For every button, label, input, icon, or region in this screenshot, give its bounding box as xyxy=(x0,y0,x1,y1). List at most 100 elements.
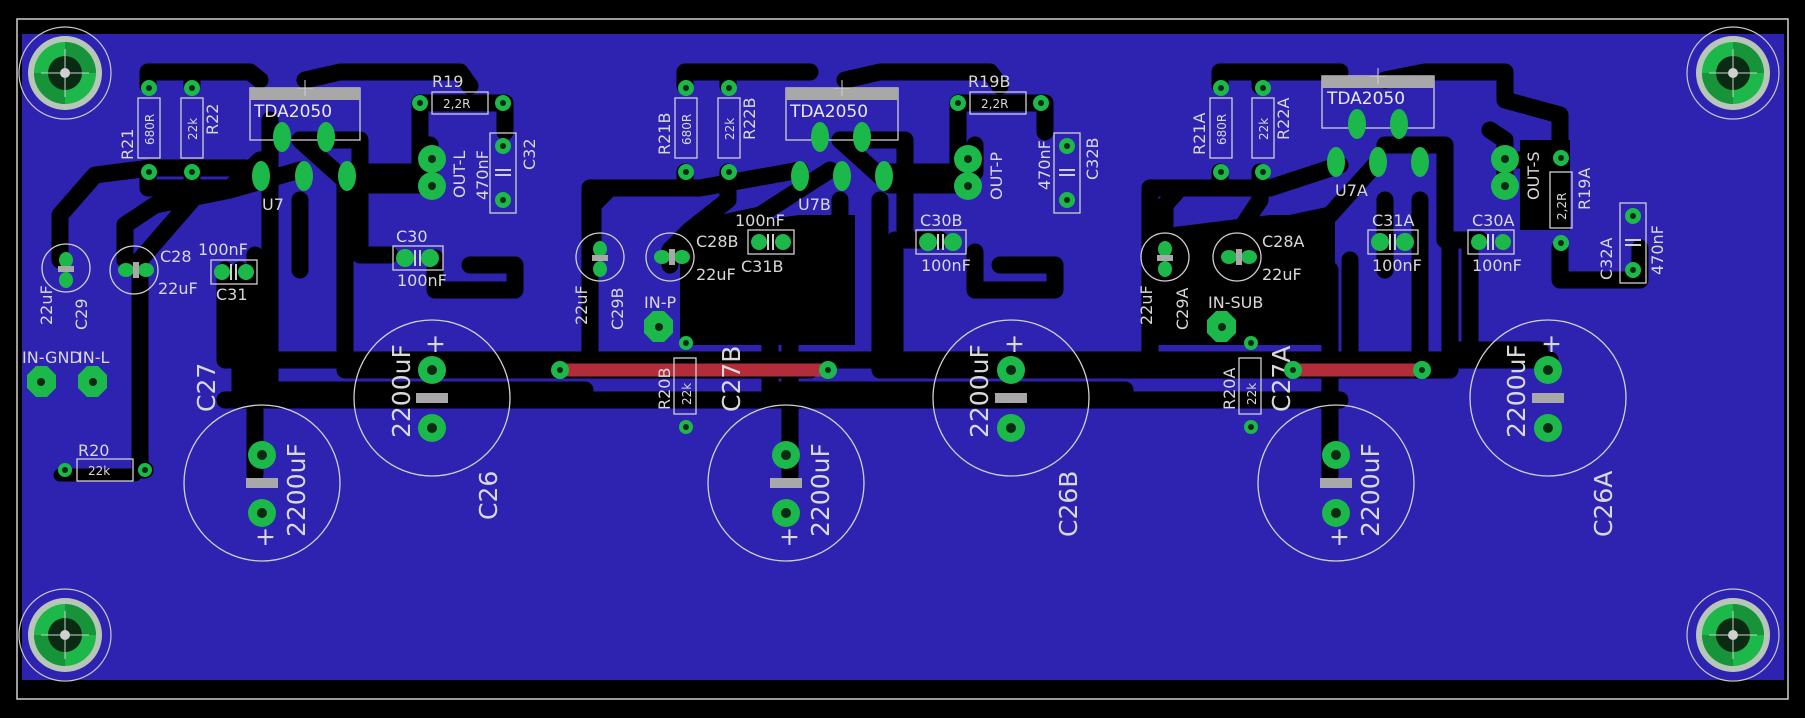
resistor-value: 2,2R xyxy=(981,97,1008,111)
resistor-ref: R22 xyxy=(203,104,222,135)
capacitor-value: 100nF xyxy=(397,271,447,290)
connector-label: IN-SUB xyxy=(1208,293,1263,312)
capacitor-c32a: C32A 470nF xyxy=(1597,202,1667,284)
capacitor-value: 100nF xyxy=(1372,256,1422,275)
ic-part-label: TDA2050 xyxy=(1326,89,1405,109)
capacitor-value: 470nF xyxy=(473,150,492,200)
capacitor-value: 22uF xyxy=(1262,265,1302,284)
capacitor-value: 100nF xyxy=(735,211,785,230)
resistor-ref: R20A xyxy=(1220,368,1239,410)
mounting-hole xyxy=(18,588,112,682)
capacitor-c31a: C31A 100nF xyxy=(1367,211,1422,275)
capacitor-ref: C28A xyxy=(1262,232,1305,251)
capacitor-c30a: C30A 100nF xyxy=(1467,211,1522,275)
resistor-ref: R21 xyxy=(118,129,137,160)
connector-label: OUT-L xyxy=(450,151,469,198)
capacitor-value: 2200uF xyxy=(387,344,416,438)
resistor-r21: 680R R21 xyxy=(118,80,161,180)
capacitor-ref: C29A xyxy=(1173,287,1192,330)
resistor-r21b: 680R R21B xyxy=(655,80,698,180)
capacitor-ref: C27B xyxy=(717,346,746,412)
connector-label: OUT-P xyxy=(987,152,1006,200)
capacitor-c28b: C28B 22uF xyxy=(645,232,739,284)
resistor-value: 22k xyxy=(680,383,694,405)
capacitor-c26a: + 2200uF C26A xyxy=(1469,319,1627,537)
capacitor-value: 22uF xyxy=(572,285,591,325)
capacitor-c29b: 22uF C29B xyxy=(572,232,627,330)
connector-label: OUT-S xyxy=(1524,151,1543,200)
resistor-r22b: 22k R22B xyxy=(717,80,759,180)
capacitor-c32: 470nF C32 xyxy=(473,132,539,214)
capacitor-ref: C28 xyxy=(160,247,192,266)
mounting-hole xyxy=(1686,26,1780,120)
capacitor-c27: + 2200uF C27 xyxy=(183,363,341,562)
connector-label: IN-GND xyxy=(22,348,82,367)
capacitor-ref: C26B xyxy=(1054,471,1083,537)
capacitor-c28: C28 22uF xyxy=(109,245,198,298)
capacitor-value: 470nF xyxy=(1035,140,1054,190)
capacitor-value: 470nF xyxy=(1648,225,1667,275)
capacitor-value: 22uF xyxy=(696,265,736,284)
capacitor-ref: C26 xyxy=(474,471,503,520)
capacitor-value: 22uF xyxy=(158,279,198,298)
resistor-r20: 22k R20 xyxy=(58,441,152,482)
capacitor-value: 2200uF xyxy=(1356,443,1385,537)
capacitor-ref: C29 xyxy=(72,298,91,330)
connector-in-gnd: IN-GND xyxy=(22,348,82,397)
mounting-holes xyxy=(18,26,1780,682)
connector-in-sub: IN-SUB xyxy=(1207,293,1263,342)
connector-out-l: OUT-L xyxy=(418,145,469,200)
polarity-plus: + xyxy=(1541,329,1562,358)
resistor-value: 22k xyxy=(1257,118,1271,140)
polarity-plus: + xyxy=(255,522,276,551)
ic-u7a: TDA2050 U7A xyxy=(1321,68,1435,200)
connector-label: IN-L xyxy=(78,348,109,367)
capacitor-ref: C32 xyxy=(520,138,539,170)
resistor-r19: 2,2R R19 xyxy=(412,72,511,115)
ic-ref-label: U7 xyxy=(262,195,284,214)
ic-ref-label: U7B xyxy=(798,195,831,214)
capacitor-value: 22uF xyxy=(1137,285,1156,325)
capacitor-value: 2200uF xyxy=(1502,344,1531,438)
capacitor-ref: C29B xyxy=(608,287,627,330)
capacitor-c31b: 100nF C31B xyxy=(735,211,795,276)
resistor-value: 22k xyxy=(1245,383,1259,405)
board-outline xyxy=(16,18,1789,700)
ic-part-label: TDA2050 xyxy=(253,102,332,122)
ic-part-label: TDA2050 xyxy=(789,102,868,122)
resistor-value: 22k xyxy=(723,118,737,140)
resistor-value: 680R xyxy=(143,114,157,145)
ic-u7: TDA2050 U7 xyxy=(249,80,361,214)
capacitor-ref: C27A xyxy=(1267,346,1296,412)
resistor-value: 680R xyxy=(680,114,694,145)
capacitor-ref: C32B xyxy=(1083,137,1102,180)
resistor-r20a: 22k R20A xyxy=(1220,336,1262,434)
capacitor-c31: 100nF C31 xyxy=(198,240,258,304)
polarity-plus: + xyxy=(779,522,800,551)
capacitor-value: 2200uF xyxy=(282,443,311,537)
resistor-r19a: 2,2R R19A xyxy=(1549,150,1594,251)
resistor-r20b: 22k R20B xyxy=(655,336,697,434)
polarity-plus: + xyxy=(1329,522,1350,551)
resistor-r22: 22k R22 xyxy=(180,80,222,180)
resistor-value: 2,2R xyxy=(443,97,470,111)
capacitor-value: 2200uF xyxy=(965,344,994,438)
capacitor-value: 100nF xyxy=(198,240,248,259)
resistor-ref: R20B xyxy=(655,368,674,410)
capacitor-c26: + 2200uF C26 xyxy=(353,319,511,520)
resistor-value: 22k xyxy=(88,464,110,478)
resistor-ref: R21A xyxy=(1190,113,1209,155)
connector-out-s: OUT-S xyxy=(1491,145,1543,200)
capacitor-c29: 22uF C29 xyxy=(37,243,91,330)
resistor-value: 22k xyxy=(186,118,200,140)
mounting-hole xyxy=(1686,588,1780,682)
capacitor-ref: C31 xyxy=(216,285,248,304)
trace-vias xyxy=(551,361,1431,379)
resistor-ref: R19 xyxy=(432,72,463,91)
capacitor-c30b: C30B 100nF xyxy=(915,211,971,275)
capacitor-c27a: + 2200uF C27A xyxy=(1257,346,1415,562)
capacitor-value: 100nF xyxy=(921,256,971,275)
capacitor-ref: C28B xyxy=(696,232,739,251)
resistor-value: 2,2R xyxy=(1555,193,1569,220)
capacitor-c30: C30 100nF xyxy=(392,227,447,290)
